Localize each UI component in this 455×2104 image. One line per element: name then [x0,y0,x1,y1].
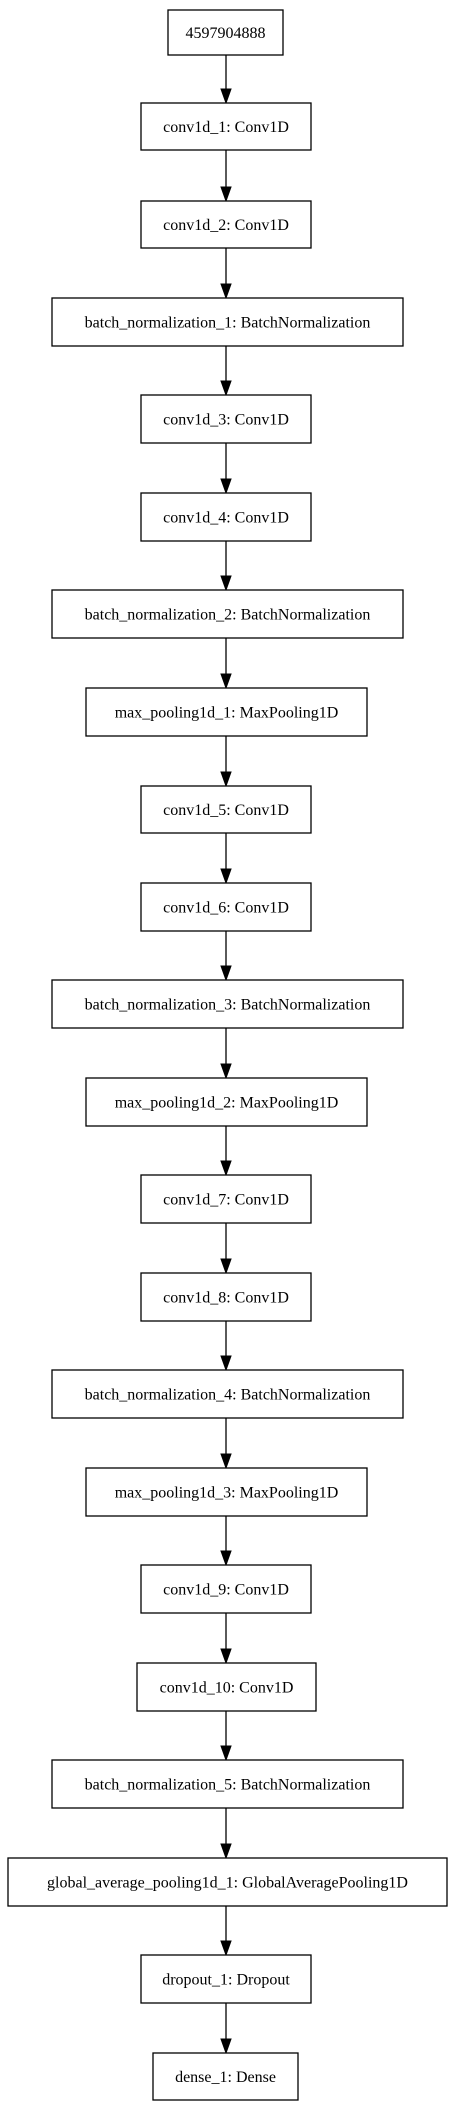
node-label: dropout_1: Dropout [162,1972,290,1989]
node-label: conv1d_1: Conv1D [163,119,289,136]
node-4597904888: 4597904888 [167,9,284,56]
node-box [140,1272,312,1322]
node-batch-normalization-4: batch_normalization_4: BatchNormalizatio… [51,1369,404,1419]
node-conv1d-9: conv1d_9: Conv1D [140,1564,312,1614]
node-box [152,2052,299,2101]
node-box [140,200,312,249]
node-conv1d-5: conv1d_5: Conv1D [140,785,312,834]
node-label: max_pooling1d_1: MaxPooling1D [115,705,339,722]
node-box [85,1467,368,1517]
edge-arrow [220,1516,232,1567]
node-max-pooling1d-2: max_pooling1d_2: MaxPooling1D [85,1077,368,1127]
edge-arrow [220,150,232,203]
node-label: batch_normalization_3: BatchNormalizatio… [85,997,371,1014]
node-label: batch_normalization_4: BatchNormalizatio… [85,1387,371,1404]
node-global-average-pooling1d-1: global_average_pooling1d_1: GlobalAverag… [7,1857,448,1907]
node-box [51,1759,404,1809]
edge-arrow [220,1808,232,1860]
node-label: max_pooling1d_2: MaxPooling1D [115,1095,339,1112]
edge-arrow [220,1223,232,1275]
node-conv1d-4: conv1d_4: Conv1D [140,492,312,542]
edges [220,55,232,2055]
node-box [140,1954,312,2004]
node-batch-normalization-1: batch_normalization_1: BatchNormalizatio… [51,297,404,347]
nodes: 4597904888 conv1d_1: Conv1D conv1d_2: Conv… [7,9,448,2101]
node-label: conv1d_6: Conv1D [163,900,289,917]
node-box [167,9,284,56]
node-box [140,882,312,932]
node-conv1d-6: conv1d_6: Conv1D [140,882,312,932]
node-box [140,394,312,444]
edge-arrow [220,346,232,397]
node-conv1d-8: conv1d_8: Conv1D [140,1272,312,1322]
node-label: conv1d_2: Conv1D [163,217,289,234]
node-conv1d-3: conv1d_3: Conv1D [140,394,312,444]
node-box [51,297,404,347]
node-max-pooling1d-3: max_pooling1d_3: MaxPooling1D [85,1467,368,1517]
node-conv1d-10: conv1d_10: Conv1D [136,1662,317,1712]
node-box [140,1564,312,1614]
node-box [51,979,404,1029]
node-label: conv1d_3: Conv1D [163,412,289,429]
node-box [140,102,312,151]
edge-arrow [220,1321,232,1372]
node-label: max_pooling1d_3: MaxPooling1D [115,1485,339,1502]
edge-arrow [220,1711,232,1762]
edge-arrow [220,931,232,982]
edge-arrow [220,1613,232,1665]
edge-arrow [220,2003,232,2055]
node-label: conv1d_4: Conv1D [163,510,289,527]
node-label: batch_normalization_5: BatchNormalizatio… [85,1777,371,1794]
edge-arrow [220,55,232,105]
node-box [140,492,312,542]
node-label: global_average_pooling1d_1: GlobalAverag… [47,1875,408,1892]
node-batch-normalization-3: batch_normalization_3: BatchNormalizatio… [51,979,404,1029]
node-box [136,1662,317,1712]
node-conv1d-2: conv1d_2: Conv1D [140,200,312,249]
node-dropout-1: dropout_1: Dropout [140,1954,312,2004]
node-box [140,785,312,834]
edge-arrow [220,833,232,885]
node-label: conv1d_5: Conv1D [163,802,289,819]
node-box [51,1369,404,1419]
edge-arrow [220,248,232,300]
node-label: conv1d_9: Conv1D [163,1582,289,1599]
node-box [85,1077,368,1127]
node-label: dense_1: Dense [175,2069,276,2086]
edge-arrow [220,736,232,788]
node-box [51,589,404,639]
node-label: batch_normalization_1: BatchNormalizatio… [85,315,371,332]
edge-arrow [220,638,232,690]
node-max-pooling1d-1: max_pooling1d_1: MaxPooling1D [85,687,368,737]
node-label: batch_normalization_2: BatchNormalizatio… [85,607,371,624]
edge-arrow [220,1906,232,1957]
edge-arrow [220,443,232,495]
node-batch-normalization-5: batch_normalization_5: BatchNormalizatio… [51,1759,404,1809]
node-conv1d-7: conv1d_7: Conv1D [140,1174,312,1224]
node-label: 4597904888 [186,25,266,42]
node-label: conv1d_10: Conv1D [160,1680,294,1697]
edge-arrow [220,1028,232,1080]
node-box [85,687,368,737]
edge-arrow [220,1126,232,1177]
node-label: conv1d_8: Conv1D [163,1290,289,1307]
node-box [7,1857,448,1907]
node-box [140,1174,312,1224]
edge-arrow [220,1418,232,1470]
node-dense-1: dense_1: Dense [152,2052,299,2101]
node-batch-normalization-2: batch_normalization_2: BatchNormalizatio… [51,589,404,639]
node-conv1d-1: conv1d_1: Conv1D [140,102,312,151]
edge-arrow [220,541,232,592]
node-label: conv1d_7: Conv1D [163,1192,289,1209]
